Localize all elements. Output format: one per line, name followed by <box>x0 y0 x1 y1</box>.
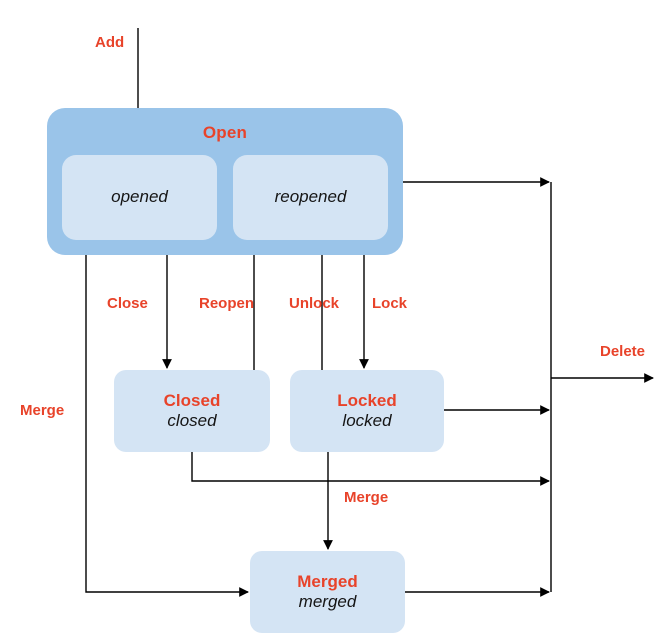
edge-label-lock: Lock <box>372 295 408 312</box>
edge-label-add: Add <box>95 34 125 51</box>
state-opened-value: opened <box>111 187 168 207</box>
state-closed-value: closed <box>167 410 217 430</box>
state-reopened[interactable]: reopened <box>233 155 388 240</box>
edge-label-delete: Delete <box>600 343 646 360</box>
edge-label-reopen: Reopen <box>199 295 255 312</box>
state-reopened-value: reopened <box>274 187 347 207</box>
edge-label-merge-left: Merge <box>20 402 65 419</box>
state-merged-value: merged <box>298 591 357 611</box>
composite-state-open[interactable]: Open opened reopened <box>47 108 403 255</box>
composite-state-open-title: Open <box>202 123 248 142</box>
state-merged-name: Merged <box>297 572 358 592</box>
edge-closed-to-bus <box>191 452 550 486</box>
edge-label-unlock: Unlock <box>289 295 340 312</box>
state-locked-value: locked <box>342 410 392 430</box>
state-opened[interactable]: opened <box>62 155 217 240</box>
state-locked-name: Locked <box>337 391 397 411</box>
edge-label-merge-center: Merge <box>344 489 389 506</box>
state-merged[interactable]: Merged merged <box>250 551 405 633</box>
state-closed-name: Closed <box>163 391 221 411</box>
edge-label-close: Close <box>107 295 148 312</box>
state-locked[interactable]: Locked locked <box>290 370 444 452</box>
state-closed[interactable]: Closed closed <box>114 370 270 452</box>
